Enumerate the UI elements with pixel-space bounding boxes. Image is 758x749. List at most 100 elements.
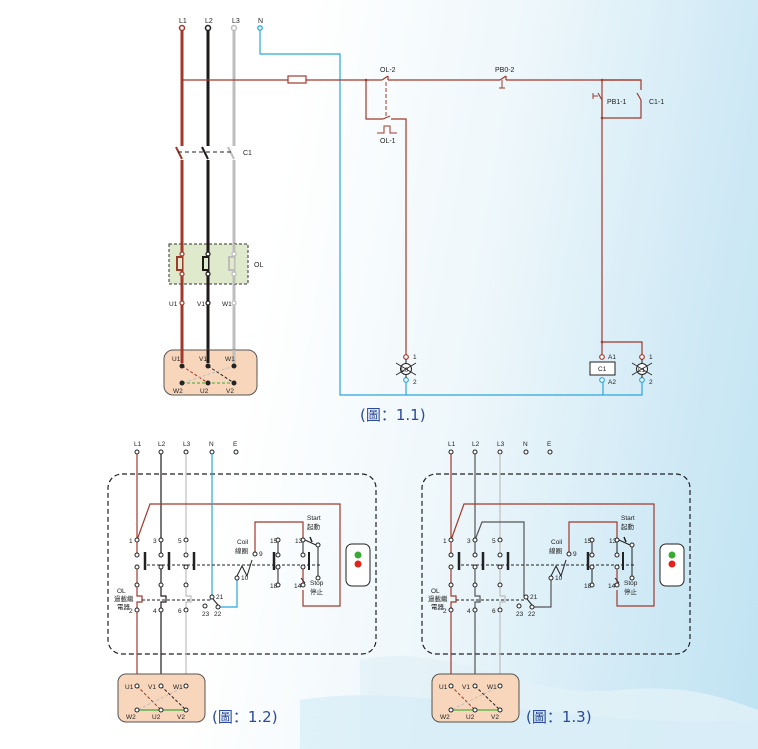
start-label-zh: 起動 [307,522,321,531]
coil-label: Coil [237,539,249,546]
stop-button-contact [300,577,306,584]
contact-upper [472,552,478,558]
ol-label-zh-2: 電器 [431,603,445,611]
motor-top-terminal [183,683,189,689]
aux-13b [614,552,620,558]
supply-label-n: N [258,18,263,25]
supply-terminal-e [233,449,239,455]
figure-1-1: L1 L2 L3 N C1 [163,18,664,424]
contact-lower [448,564,454,570]
terminal-bottom-6 [497,607,503,613]
supply-label-l2: L2 [472,441,480,448]
overload-label: OL [254,262,263,269]
supply-label-n: N [209,441,214,448]
phase-l3-line [227,24,238,372]
coil-label-zh: 線圈 [549,546,562,555]
terminal-bottom-2 [448,607,454,613]
c11-label: C1-1 [649,99,664,106]
contact-lower [472,564,478,570]
ol-label: OL [117,588,126,595]
contact-upper [158,552,164,558]
ol-aux-21 [523,594,529,600]
ol1-label: OL-1 [380,138,396,145]
contact-upper [448,552,454,558]
coil-icon [236,559,253,578]
ol-aux-23-label: 23 [202,611,210,618]
supply-terminal-l2 [472,449,478,455]
ol-upper [134,582,140,588]
coil-9-label: 9 [573,551,577,558]
red-lamp-icon [668,560,676,568]
coil-icon [550,559,567,578]
supply-terminal-e [547,449,553,455]
coil-a2-label: A2 [608,379,616,386]
terminal-bottom-label: 4 [153,608,157,615]
ol-aux-21-label: 21 [216,594,224,601]
supply-label-l3: L3 [232,18,240,25]
supply-label-n: N [523,441,528,448]
contactor-label: C1 [243,150,252,157]
terminal-bottom-label: 6 [178,608,182,615]
terminal-bottom-label: 2 [129,608,133,615]
start-terminal [629,542,635,548]
start-terminal [315,542,321,548]
aux-15-label: 15 [584,538,592,545]
terminal-top-label: 5 [492,538,496,545]
motor-bottom-terminal [183,707,189,713]
neutral-line [257,25,643,396]
caption-fig13: (圖：1.3) [526,708,592,726]
green-lamp-icon [668,551,676,559]
terminal-bottom-6 [183,607,189,613]
aux-14b [614,564,620,570]
contact-lower [134,564,140,570]
supply-terminal-n [523,449,529,455]
lamp-l1-label: L1 [638,367,646,374]
ol-upper [472,582,478,588]
motor-top-terminal [472,683,478,689]
supply-label-l1: L1 [179,18,187,25]
stop-label-zh: 停止 [624,587,638,596]
motor-v1-label: V1 [462,684,470,691]
terminal-u1-label: U1 [169,301,178,308]
motor-v2-label: V2 [491,714,499,721]
green-lamp-icon [354,551,362,559]
lamp-l1-term-2: 2 [649,379,653,386]
terminal-w1-label: W1 [222,301,232,308]
motor-top-terminal [134,683,140,689]
caption-fig12: (圖：1.2) [212,708,278,726]
ol-upper [448,582,454,588]
overload-relay [168,243,249,285]
motor-u2-label: U2 [200,388,209,395]
ol-aux-22 [529,604,535,610]
motor-w1-label: W1 [173,684,183,691]
ol-label-zh-1: 過載繼 [114,594,134,603]
supply-label-e: E [233,441,238,448]
supply-terminal-l1 [448,449,454,455]
motor-w2-label: W2 [126,714,136,721]
lamp-l1: L1 1 2 [631,354,653,386]
motor-top-terminal [448,683,454,689]
supply-label-l3: L3 [497,441,505,448]
motor-w2-label: W2 [440,714,450,721]
motor-w2-label: W2 [173,388,183,395]
coil-terminal-10 [548,575,554,581]
ol-label: OL [431,588,440,595]
aux-13-label: 13 [609,538,617,545]
ol-aux-21-label: 21 [530,594,538,601]
aux-18-label: 18 [270,583,278,590]
terminal-top-label: 1 [129,538,133,545]
motor-bottom-terminal [472,707,478,713]
motor-v2-label: V2 [177,714,185,721]
contact-upper [497,552,503,558]
motor-bottom-terminal [448,707,454,713]
motor-bottom-terminal [134,707,140,713]
contact-upper [134,552,140,558]
supply-terminal-l2 [158,449,164,455]
motor-u1-label: U1 [125,684,134,691]
terminal-bottom-2 [134,607,140,613]
